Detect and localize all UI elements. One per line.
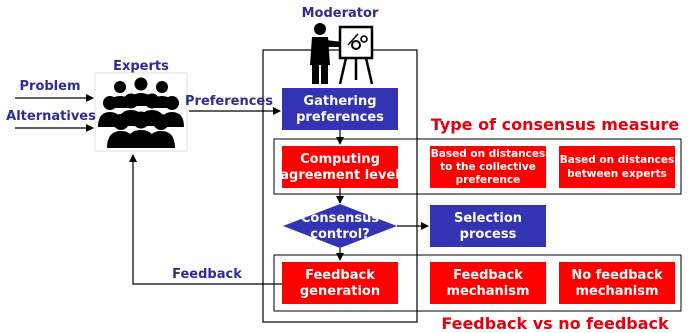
- selection-line-2: process: [460, 227, 517, 242]
- collective-distance-line-1: Based on distances: [431, 148, 546, 160]
- computing-agreement-box: [282, 146, 398, 188]
- feedback-generation-box: [282, 262, 398, 304]
- collective-distance-line-2: to the collective: [440, 161, 536, 173]
- experts-distance-line-2: between experts: [567, 168, 667, 180]
- experts-distance-line-1: Based on distances: [560, 154, 675, 166]
- no-feedback-mechanism-box: [559, 262, 675, 304]
- no-feedback-line-2: mechanism: [575, 284, 658, 299]
- no-feedback-line-1: No feedback: [571, 268, 663, 283]
- computing-line-2: agreement level: [280, 168, 400, 183]
- alternatives-label: Alternatives: [6, 109, 96, 124]
- feedback-loop-arrow: [129, 154, 282, 285]
- feedback-gen-line-2: generation: [300, 284, 380, 299]
- selection-process-box: [430, 205, 546, 247]
- gathering-line-2: preferences: [296, 110, 384, 125]
- collective-distance-box: [430, 146, 546, 188]
- selection-line-1: Selection: [454, 211, 522, 226]
- feedback-mech-line-2: mechanism: [446, 284, 529, 299]
- feedback-type-group: [273, 254, 682, 312]
- consensus-measure-group: [273, 138, 682, 195]
- feedback-type-title: Feedback vs no feedback: [441, 314, 669, 333]
- moderator-label: Moderator: [302, 6, 379, 21]
- experts-label: Experts: [113, 59, 169, 74]
- collective-distance-line-3: preference: [456, 174, 521, 186]
- control-line-2: control?: [310, 227, 369, 242]
- consensus-measure-title: Type of consensus measure: [431, 115, 680, 134]
- problem-label: Problem: [20, 79, 81, 94]
- feedback-label: Feedback: [172, 267, 242, 282]
- feedback-gen-line-1: Feedback: [305, 268, 375, 283]
- group-of-people-icon: [98, 77, 184, 148]
- consensus-control-diamond: [283, 204, 397, 248]
- presenter-with-easel-icon: [310, 23, 374, 85]
- control-line-1: Consensus: [301, 211, 380, 226]
- preferences-label: Preferences: [185, 94, 273, 109]
- gathering-preferences-box: [282, 88, 398, 130]
- experts-frame: [94, 72, 188, 152]
- experts-distance-box: [559, 146, 675, 188]
- gathering-line-1: Gathering: [303, 94, 376, 109]
- feedback-mechanism-box: [430, 262, 546, 304]
- feedback-mech-line-1: Feedback: [453, 268, 523, 283]
- computing-line-1: Computing: [300, 152, 380, 167]
